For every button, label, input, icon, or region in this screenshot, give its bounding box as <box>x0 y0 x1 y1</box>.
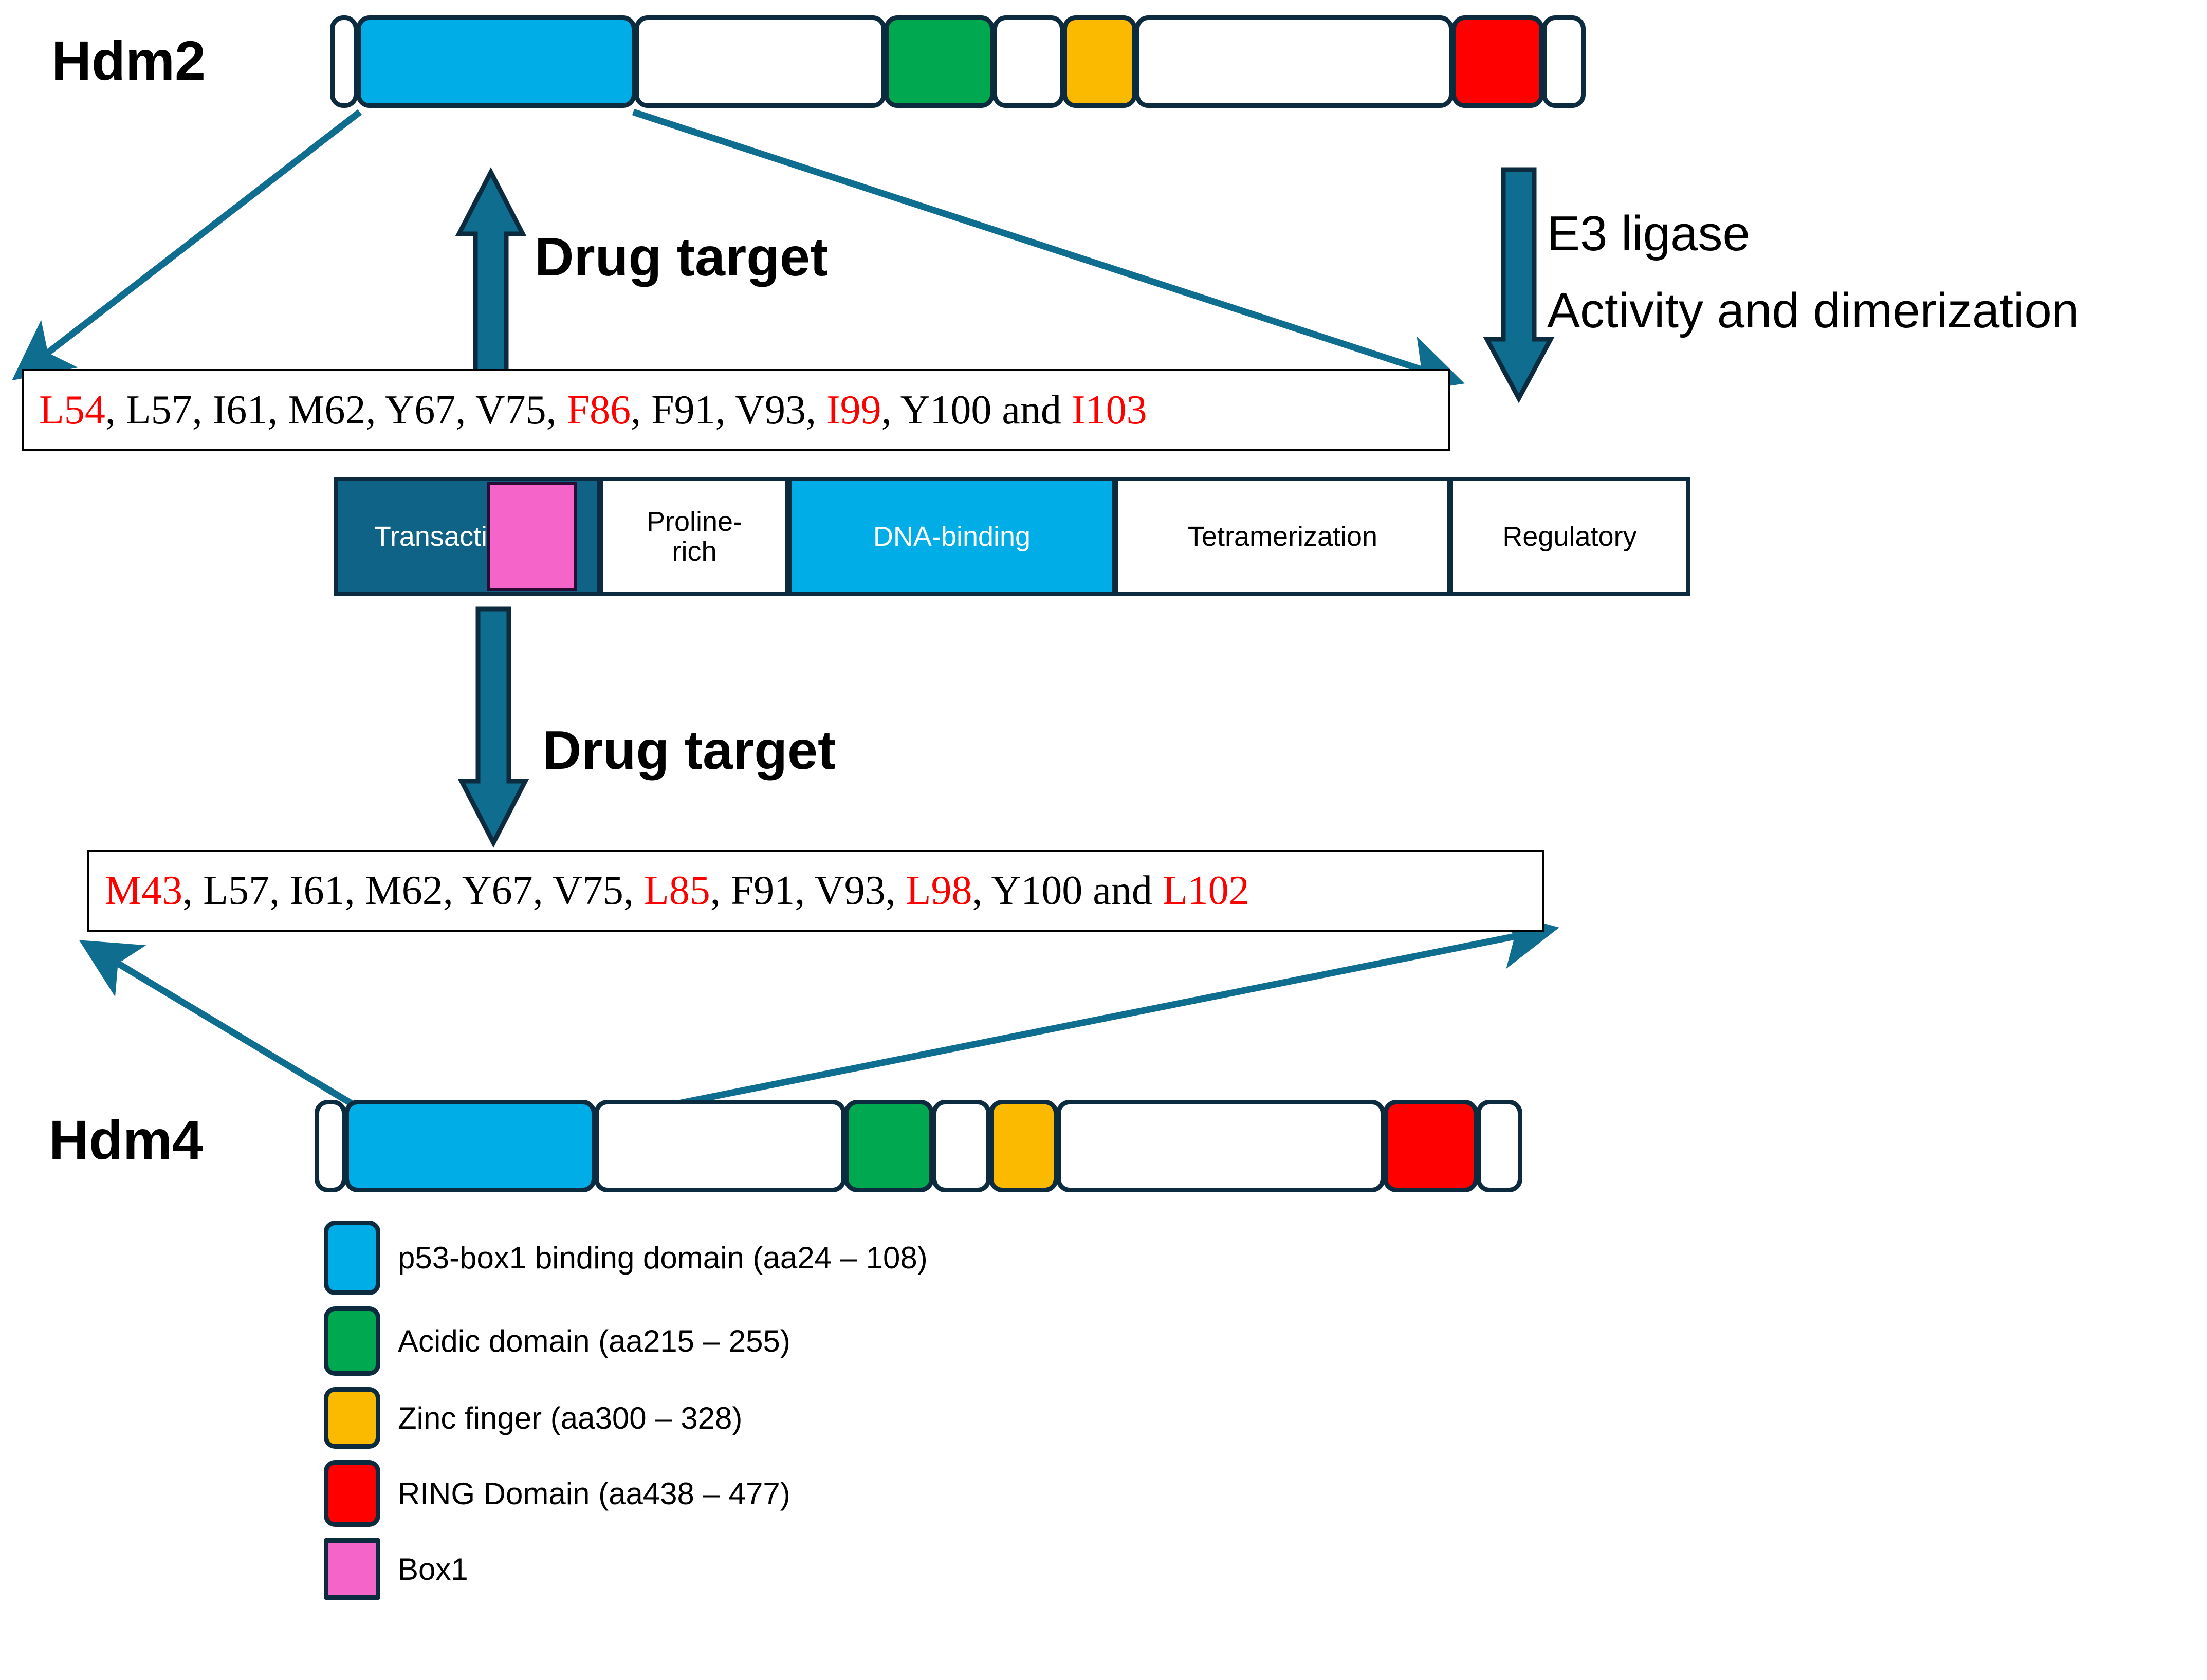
e3-ligase-label-line1: E3 ligase <box>1547 206 1750 261</box>
residue-highlighted: L85 <box>643 868 710 913</box>
residue-highlighted: L102 <box>1162 868 1249 913</box>
connector-hdm4-right <box>631 910 1559 1116</box>
box1-overlay <box>487 482 577 591</box>
hdm4-binding-residues-box: M43, L57, I61, M62, Y67, V75, L85, F91, … <box>87 850 1544 932</box>
legend-label-ring-domain: RING Domain (aa438 – 477) <box>398 1476 790 1511</box>
e3-ligase-arrow-down <box>1483 167 1555 403</box>
residue-highlighted: M43 <box>105 868 183 913</box>
residue-plain: F91, V93, <box>651 387 826 433</box>
segment-zinc-finger <box>989 1100 1058 1192</box>
segment-zinc-finger <box>1062 15 1137 108</box>
drug-target-label-top: Drug target <box>535 227 829 287</box>
legend-item-p53-box1-binding-domain: p53-box1 binding domain (aa24 – 108) <box>324 1221 928 1295</box>
legend-item-box1: Box1 <box>324 1538 928 1600</box>
segment-spacer-2 <box>992 15 1064 108</box>
connector-hdm4-left <box>79 940 364 1113</box>
legend-label-box1: Box1 <box>398 1552 468 1586</box>
legend: p53-box1 binding domain (aa24 – 108) Acid… <box>324 1221 928 1611</box>
legend-swatch-zinc-finger <box>324 1387 380 1449</box>
protein-bar-hdm4 <box>315 1100 1522 1192</box>
p53-segment-proline-rich: Proline- rich <box>599 477 789 596</box>
residue-highlighted: F86 <box>566 387 631 433</box>
hdm4-binding-residues-text: M43, L57, I61, M62, Y67, V75, L85, F91, … <box>89 870 1249 911</box>
segment-c-terminal <box>1476 1100 1522 1192</box>
segment-spacer-2 <box>932 1100 991 1192</box>
legend-item-acidic-domain: Acidic domain (aa215 – 255) <box>324 1306 928 1376</box>
p53-segment-label: Regulatory <box>1502 521 1637 552</box>
segment-n-terminal <box>315 1100 346 1192</box>
segment-spacer-3 <box>1135 15 1454 108</box>
segment-p53-box1-binding-domain <box>344 1100 596 1192</box>
p53-segment-label: DNA-binding <box>873 521 1031 552</box>
segment-ring-domain <box>1451 15 1544 108</box>
residue-plain: Y100 and <box>991 868 1163 913</box>
legend-label-acidic-domain: Acidic domain (aa215 – 255) <box>398 1324 790 1358</box>
residue-plain: , <box>105 387 126 433</box>
residue-plain: L57, I61, M62, Y67, V75, <box>203 868 644 913</box>
p53-segment-tetramerization: Tetramerization <box>1114 477 1451 596</box>
legend-label-p53-box1-binding-domain: p53-box1 binding domain (aa24 – 108) <box>398 1241 928 1275</box>
segment-acidic-domain <box>884 15 995 108</box>
legend-label-zinc-finger: Zinc finger (aa300 – 328) <box>398 1400 743 1435</box>
residue-highlighted: I103 <box>1071 387 1147 433</box>
segment-p53-box1-binding-domain <box>356 15 636 108</box>
legend-item-ring-domain: RING Domain (aa438 – 477) <box>324 1460 928 1527</box>
segment-spacer-3 <box>1056 1100 1385 1192</box>
hdm2-binding-residues-box: L54, L57, I61, M62, Y67, V75, F86, F91, … <box>22 369 1450 451</box>
p53-segment-regulatory: Regulatory <box>1449 477 1690 596</box>
residue-highlighted: L98 <box>906 868 972 913</box>
segment-c-terminal <box>1542 15 1586 108</box>
legend-swatch-ring-domain <box>324 1460 380 1527</box>
e3-ligase-label-line2: Activity and dimerization <box>1547 283 2080 338</box>
residue-plain: , <box>881 387 900 433</box>
residue-highlighted: I99 <box>826 387 881 433</box>
segment-acidic-domain <box>844 1100 934 1192</box>
segment-spacer-1 <box>634 15 886 108</box>
p53-segment-label: Proline- rich <box>646 506 743 567</box>
segment-spacer-1 <box>594 1100 846 1192</box>
legend-swatch-acidic-domain <box>324 1306 380 1376</box>
protein-bar-hdm2 <box>330 15 1586 108</box>
drug-target-label-bottom: Drug target <box>542 720 836 781</box>
residue-plain: , <box>972 868 991 913</box>
residue-plain: , <box>710 868 731 913</box>
segment-n-terminal <box>330 15 358 108</box>
p53-segment-label: Tetramerization <box>1187 521 1378 552</box>
segment-ring-domain <box>1383 1100 1478 1192</box>
hdm2-binding-residues-text: L54, L57, I61, M62, Y67, V75, F86, F91, … <box>24 390 1147 431</box>
connector-hdm2-left <box>12 109 362 381</box>
legend-swatch-p53-box1-binding-domain <box>324 1221 380 1295</box>
p53-segment-dna-binding: DNA-binding <box>787 477 1116 596</box>
residue-plain: , <box>631 387 652 433</box>
legend-item-zinc-finger: Zinc finger (aa300 – 328) <box>324 1387 928 1449</box>
protein-label-hdm2: Hdm2 <box>51 29 206 91</box>
residue-highlighted: L54 <box>39 387 105 433</box>
protein-label-hdm4: Hdm4 <box>49 1109 204 1171</box>
residue-plain: , <box>182 868 204 913</box>
residue-plain: Y100 and <box>900 387 1072 433</box>
legend-swatch-box1 <box>324 1538 380 1600</box>
residue-plain: F91, V93, <box>730 868 906 913</box>
drug-target-arrow-up <box>455 167 527 385</box>
drug-target-arrow-down <box>457 606 529 848</box>
residue-plain: L57, I61, M62, Y67, V75, <box>125 387 567 433</box>
